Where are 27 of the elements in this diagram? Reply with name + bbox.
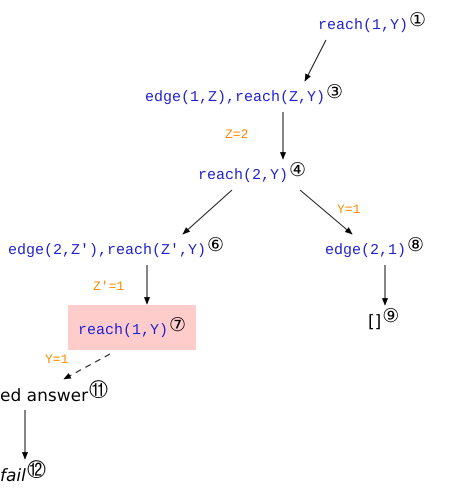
result-text: [] — [368, 312, 382, 332]
result-text: ed answer — [0, 386, 88, 406]
arrow — [280, 112, 286, 160]
step-number: ⑨ — [382, 306, 400, 326]
step-number: ③ — [326, 82, 344, 102]
goal-text: reach(1,Y) — [318, 16, 408, 36]
arrow — [144, 265, 150, 305]
arrow — [304, 40, 326, 82]
step-number: ⑦ — [169, 315, 186, 335]
goal-text: edge(2,1) — [325, 241, 406, 261]
step-number: ① — [409, 10, 426, 30]
step-number: ⑫ — [26, 460, 46, 480]
step-number: ⑪ — [89, 380, 108, 400]
goal-text: reach(1,Y) — [78, 321, 168, 341]
dashed-arrow — [63, 354, 110, 380]
step-number: ⑧ — [407, 235, 424, 255]
arrow — [382, 265, 388, 306]
result-text: fail — [0, 466, 26, 486]
step-number: ④ — [289, 160, 306, 180]
goal-text: edge(1,Z),reach(Z,Y) — [145, 88, 326, 108]
highlighted-goal-box — [68, 305, 196, 350]
arrow — [182, 190, 232, 235]
arrow — [300, 190, 353, 234]
goal-text: reach(2,Y) — [198, 166, 288, 186]
arrow — [22, 410, 28, 460]
goal-text: edge(2,Z'),reach(Z',Y) — [8, 241, 206, 261]
step-number: ⑥ — [207, 235, 224, 255]
